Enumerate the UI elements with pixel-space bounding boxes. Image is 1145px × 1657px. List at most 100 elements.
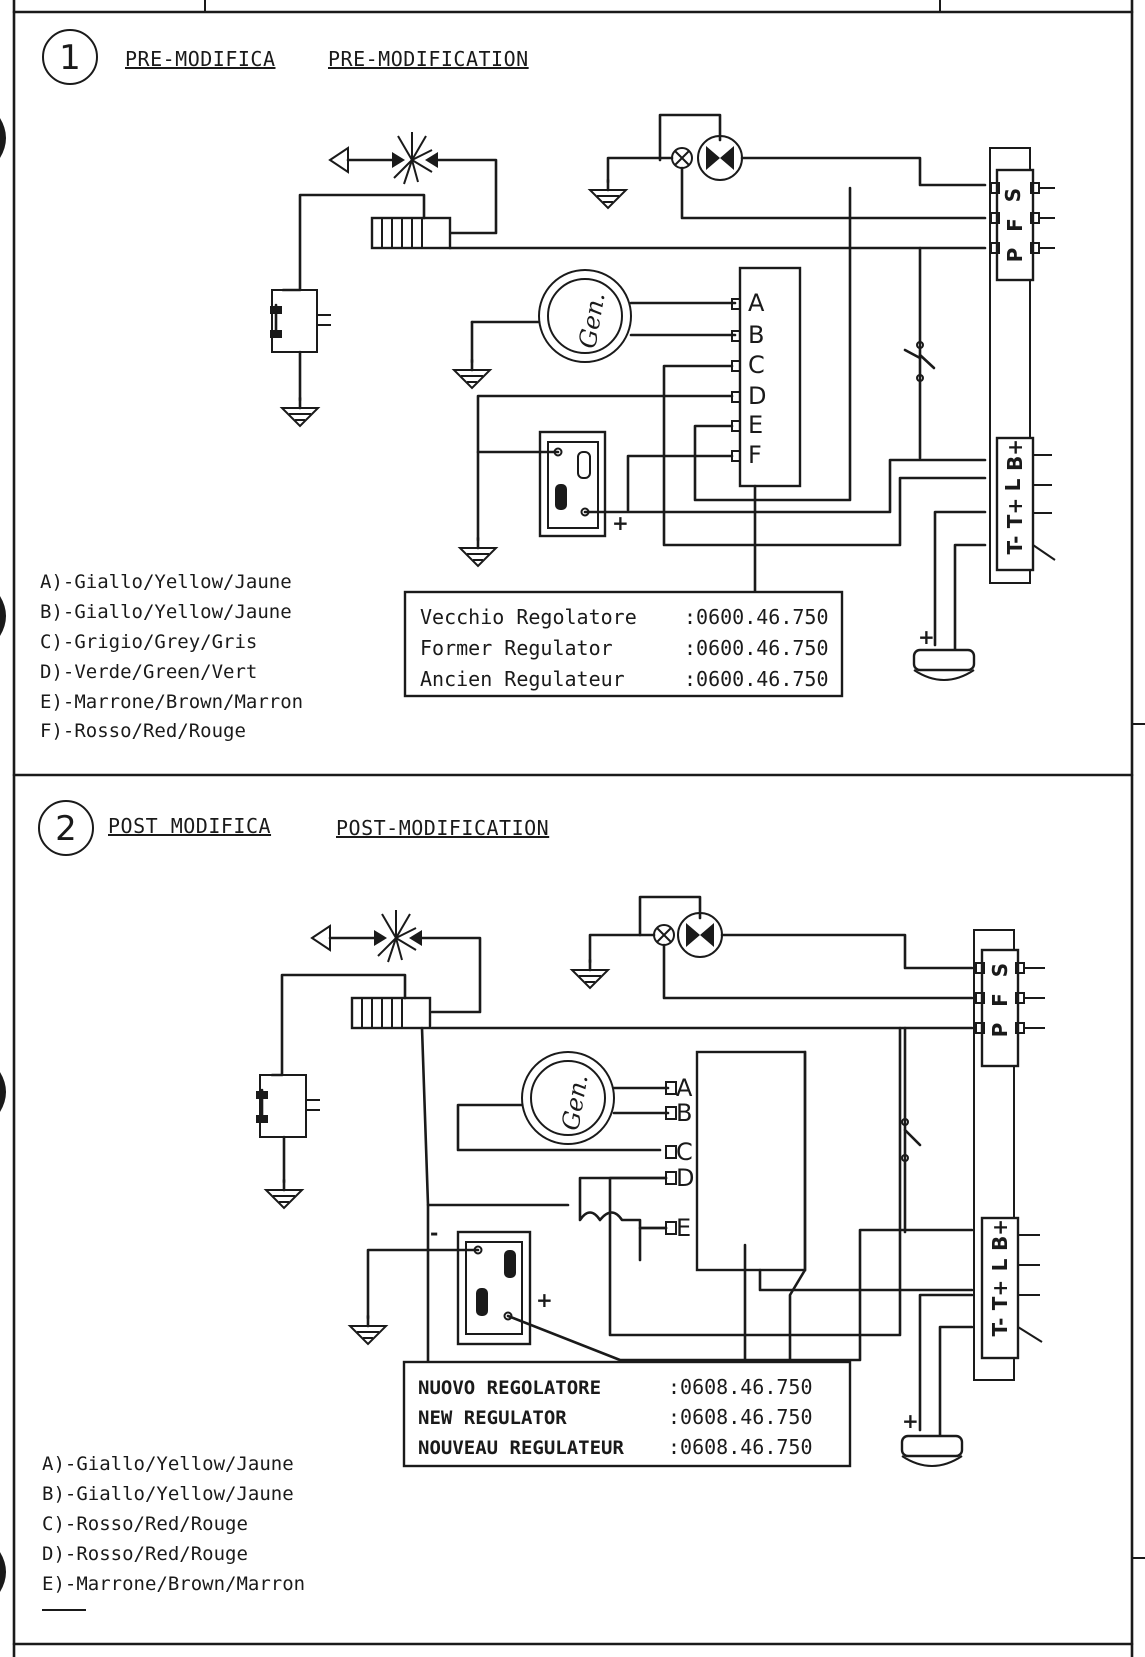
ground-symbol [280, 396, 320, 428]
switch-label-p: P [1003, 248, 1027, 263]
switch-label-s: S [1001, 188, 1025, 202]
legend-f: F)-Rosso/Red/Rouge [40, 720, 246, 742]
panel-title-it: PRE-MODIFICA [125, 47, 276, 71]
switch-label-b-plus: B+ [988, 1219, 1012, 1251]
new-regulator: A B C D E [665, 1050, 807, 1272]
regulator-line-3-label: NOUVEAU REGULATEUR [418, 1437, 624, 1459]
switch-label-p: P [988, 1023, 1012, 1038]
generator: Gen. [456, 1051, 670, 1152]
lamp-burst-icon [377, 910, 417, 963]
regulator-terminal-c: C [676, 1138, 693, 1166]
switch-label-t-plus: T+ [1003, 498, 1027, 528]
horn-symbol [310, 924, 331, 952]
legend-b: B)-Giallo/Yellow/Jaune [42, 1483, 294, 1505]
panel-number: 1 [59, 38, 81, 78]
battery-plus: + [536, 1288, 553, 1312]
panel-number: 2 [55, 809, 77, 849]
new-regulator-info-box: NUOVO REGOLATORE :0608.46.750 NEW REGULA… [402, 1360, 852, 1468]
regulator-terminal-b: B [676, 1099, 692, 1127]
switch-label-f: F [988, 993, 1012, 1007]
switch-label-l: L [988, 1258, 1012, 1271]
upper-switch-block: S F P [973, 929, 1045, 1381]
legend-a: A)-Giallo/Yellow/Jaune [40, 571, 292, 593]
lamp-burst-icon [393, 132, 433, 185]
panel-title-it: POST MODIFICA [108, 814, 271, 838]
ground-symbol [264, 1178, 304, 1210]
panel-title-en: PRE-MODIFICATION [328, 47, 529, 71]
regulator-terminal-a: A [676, 1074, 693, 1102]
regulator-terminal-a: A [748, 289, 765, 317]
regulator-line-3-code: :0608.46.750 [668, 1435, 813, 1459]
panel-title-en: POST-MODIFICATION [336, 816, 549, 840]
contact-breaker [270, 289, 331, 353]
ground-symbol [570, 958, 610, 990]
panel-number-circle [38, 800, 94, 856]
switch-label-s: S [988, 963, 1012, 977]
binding-hole-mark [0, 118, 6, 158]
ground-symbol [348, 1314, 388, 1346]
horn-plus: + [918, 625, 935, 649]
binding-hole-mark [0, 1072, 6, 1112]
legend-post: A)-Giallo/Yellow/Jaune B)-Giallo/Yellow/… [42, 1453, 305, 1611]
legend-e: E)-Marrone/Brown/Marron [40, 691, 303, 713]
regulator-terminal-e: E [748, 411, 763, 439]
headlamp-group [270, 132, 987, 428]
ground-symbol [588, 178, 628, 210]
generator-label: Gen. [573, 290, 610, 350]
legend-b: B)-Giallo/Yellow/Jaune [40, 601, 292, 623]
battery: + [538, 430, 629, 538]
regulator-line-3-label: Ancien Regulateur [420, 667, 625, 691]
switch-label-f: F [1003, 218, 1027, 232]
regulator-terminal-d: D [676, 1164, 694, 1192]
legend-e: E)-Marrone/Brown/Marron [42, 1573, 305, 1595]
generator-label: Gen. [556, 1072, 593, 1132]
regulator-line-2-label: NEW REGULATOR [418, 1407, 567, 1429]
warning-lamp-group [570, 895, 974, 1000]
binding-hole-mark [0, 596, 6, 636]
switch-label-t-minus: T- [988, 1317, 1012, 1336]
regulator-terminal-b: B [748, 321, 764, 349]
horn-symbol [328, 146, 349, 174]
legend-d: D)-Rosso/Red/Rouge [42, 1543, 248, 1565]
regulator-line-3-code: :0600.46.750 [684, 667, 829, 691]
legend-pre: A)-Giallo/Yellow/Jaune B)-Giallo/Yellow/… [40, 571, 303, 742]
horn-plus: + [902, 1409, 919, 1433]
regulator-line-2-code: :0608.46.750 [668, 1405, 813, 1429]
battery-plus: + [612, 511, 629, 535]
headlamp-group [256, 910, 974, 1210]
legend-d: D)-Verde/Green/Vert [40, 661, 257, 683]
regulator-terminal-e: E [676, 1214, 691, 1242]
switch-label-b-plus: B+ [1003, 439, 1027, 471]
regulator-line-1-code: :0600.46.750 [684, 605, 829, 629]
lower-switch-block: B+ L T+ T- [980, 1216, 1043, 1360]
switch-label-t-minus: T- [1003, 535, 1027, 554]
horn-button: + [900, 1409, 964, 1467]
legend-c: C)-Grigio/Grey/Gris [40, 631, 257, 653]
old-regulator-info-box: Vecchio Regolatore :0600.46.750 Former R… [403, 590, 844, 698]
battery-minus: - [430, 1221, 438, 1245]
regulator-terminal-f: F [748, 441, 762, 469]
regulator-line-1-code: :0608.46.750 [668, 1375, 813, 1399]
ground-symbol [452, 358, 492, 390]
regulator-line-1-label: NUOVO REGOLATORE [418, 1377, 601, 1399]
panel-post-modification: 2 POST MODIFICA POST-MODIFICATION [38, 800, 1045, 1611]
horn-button: + [912, 625, 976, 681]
lower-switch-block: B+ L T+ T- [995, 436, 1056, 572]
switch-label-l: L [1001, 478, 1025, 491]
generator: Gen. [452, 269, 737, 390]
regulator-line-2-label: Former Regulator [420, 636, 613, 660]
regulator-line-2-code: :0600.46.750 [684, 636, 829, 660]
regulator-terminal-c: C [748, 351, 765, 379]
regulator-terminal-d: D [748, 382, 766, 410]
upper-switch-block: S F P [989, 147, 1055, 584]
old-regulator: A B C D E F [731, 266, 802, 488]
contact-breaker [256, 1074, 320, 1138]
binding-hole-mark [0, 1552, 6, 1592]
legend-a: A)-Giallo/Yellow/Jaune [42, 1453, 294, 1475]
switch-label-t-plus: T+ [988, 1280, 1012, 1310]
panel-number-circle [42, 29, 98, 85]
panel-pre-modification: 1 PRE-MODIFICA PRE-MODIFICATION [40, 29, 1056, 742]
ground-symbol [458, 536, 498, 568]
